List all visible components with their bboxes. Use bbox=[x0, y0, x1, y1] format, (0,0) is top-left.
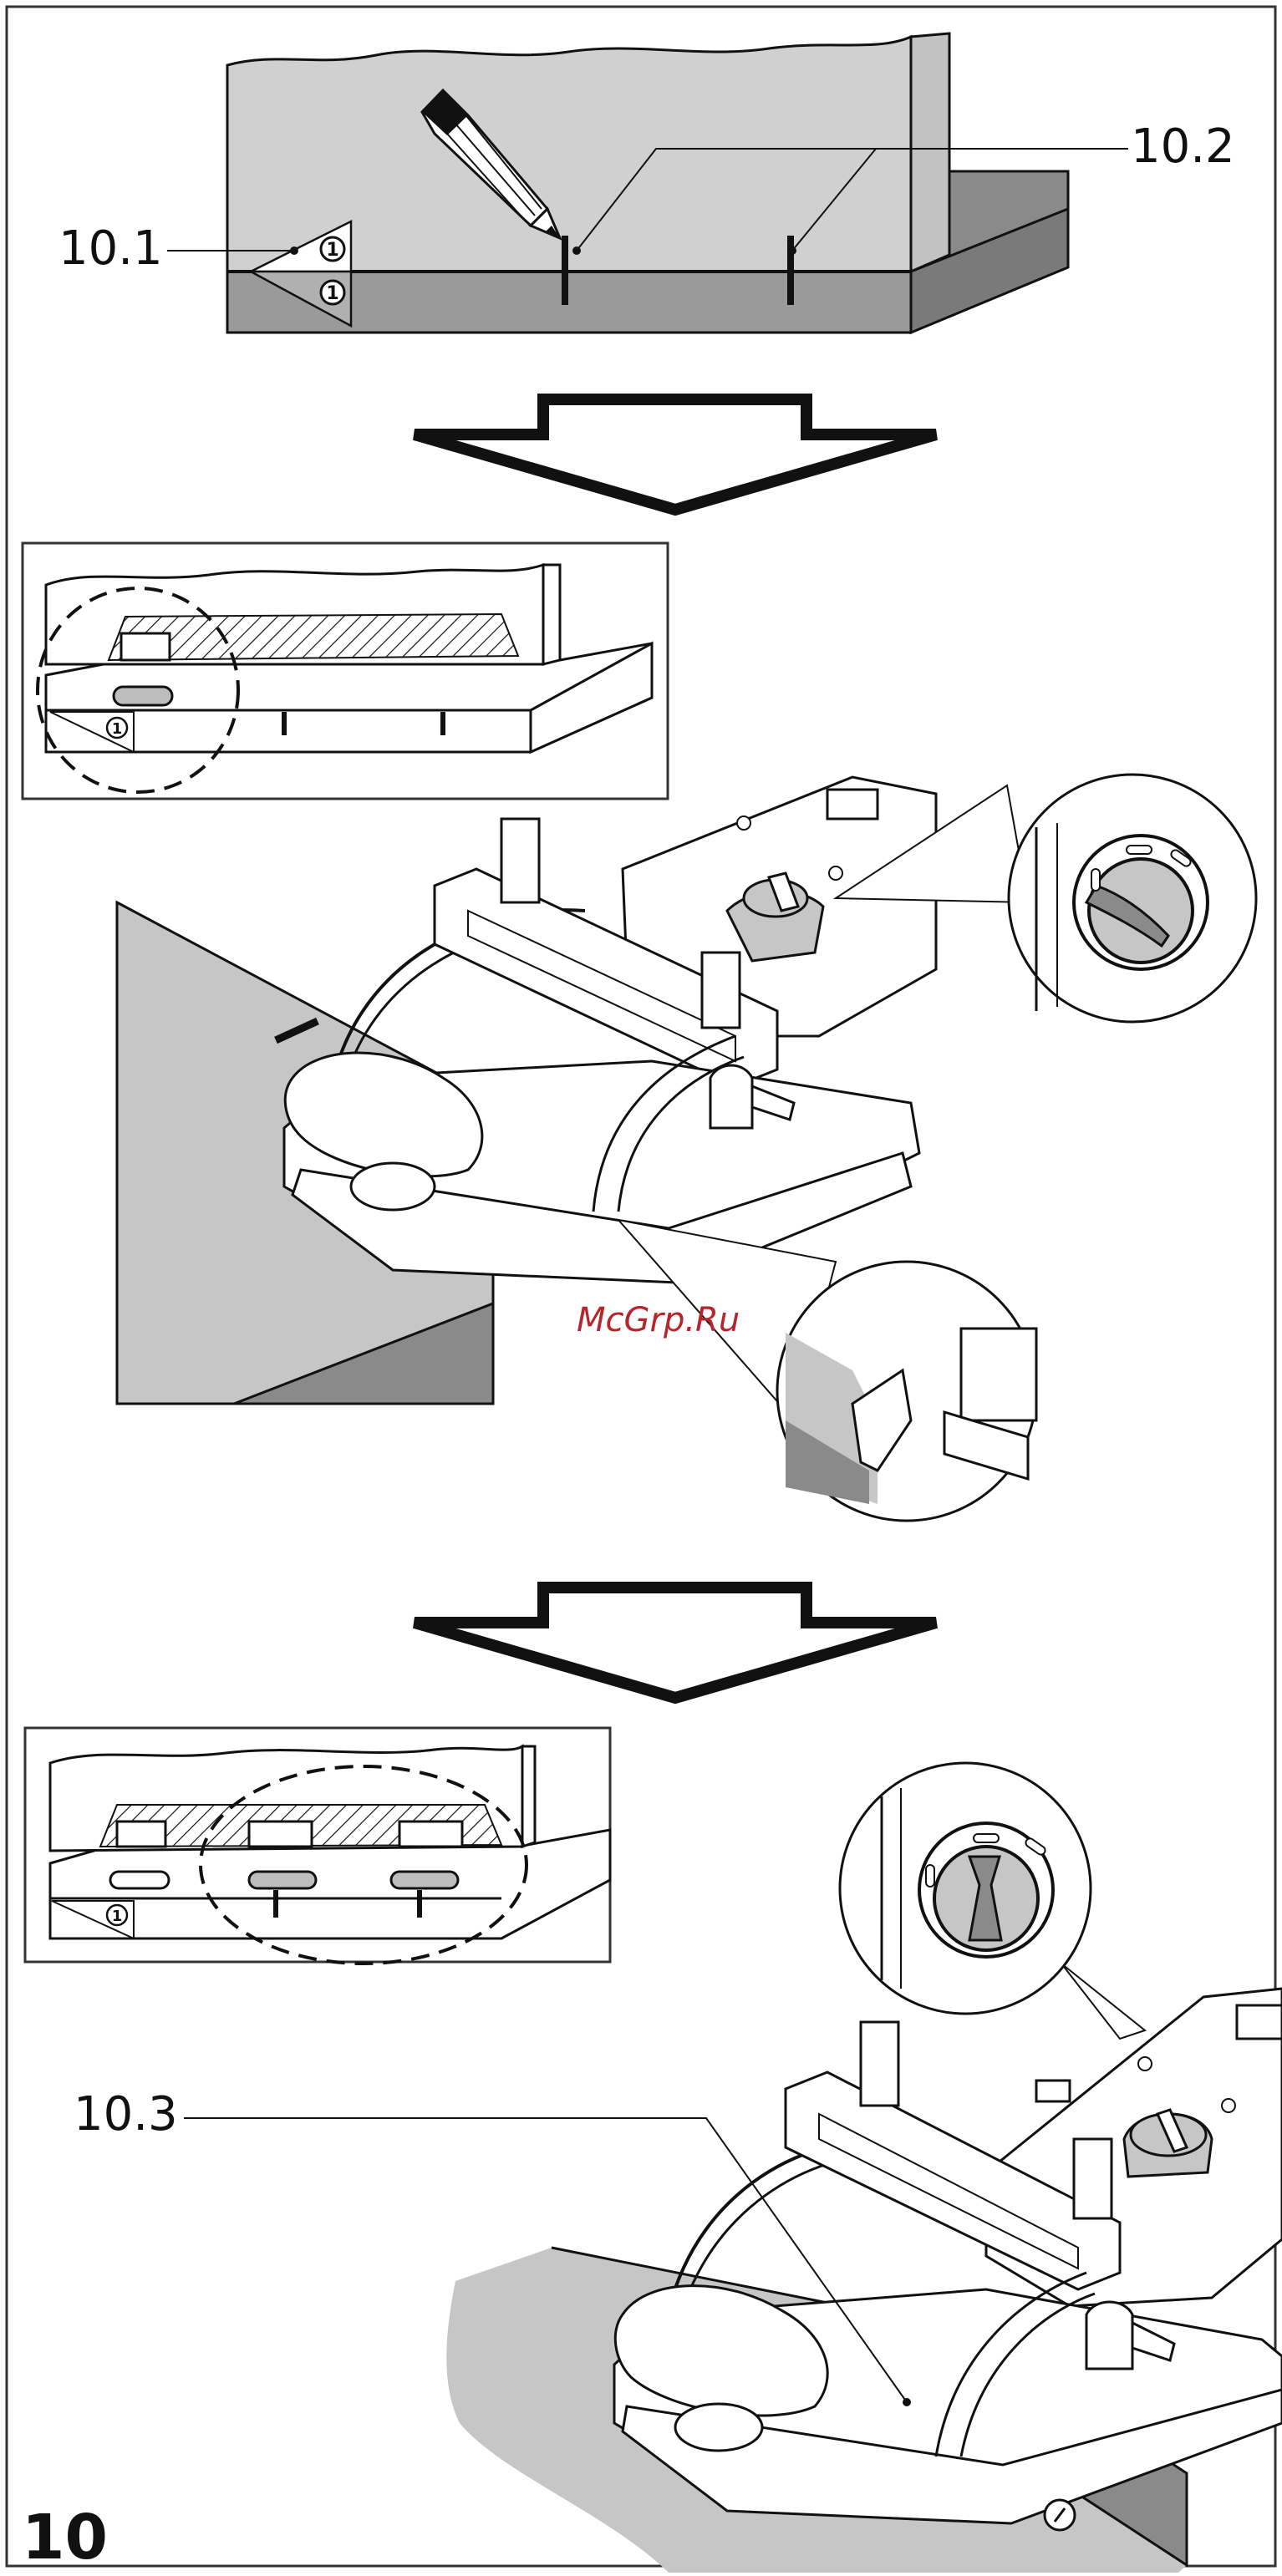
zoom-detail-dial-2 bbox=[840, 1763, 1145, 2039]
step2-inset-panel: 1 bbox=[23, 543, 668, 799]
svg-text:1: 1 bbox=[112, 720, 123, 738]
callout-label-10-1: 10.1 bbox=[59, 226, 163, 272]
step1-workpiece-marking: 1 1 bbox=[167, 33, 1128, 333]
zoom-detail-fence-lever bbox=[618, 1220, 1036, 1521]
step3-inset-panel: 1 bbox=[25, 1728, 610, 1964]
watermark-text: McGrp.Ru bbox=[577, 1303, 740, 1337]
callout-label-10-3: 10.3 bbox=[74, 2091, 178, 2138]
callout-label-10-2: 10.2 bbox=[1131, 124, 1235, 170]
step-arrow-2 bbox=[415, 1588, 936, 1698]
step-arrow-1 bbox=[415, 399, 936, 510]
step3-biscuit-joiner-scene bbox=[184, 1989, 1282, 2573]
svg-text:1: 1 bbox=[326, 283, 338, 304]
svg-text:1: 1 bbox=[112, 1908, 123, 1925]
page-number: 10 bbox=[22, 2507, 108, 2568]
svg-text:1: 1 bbox=[326, 240, 338, 261]
